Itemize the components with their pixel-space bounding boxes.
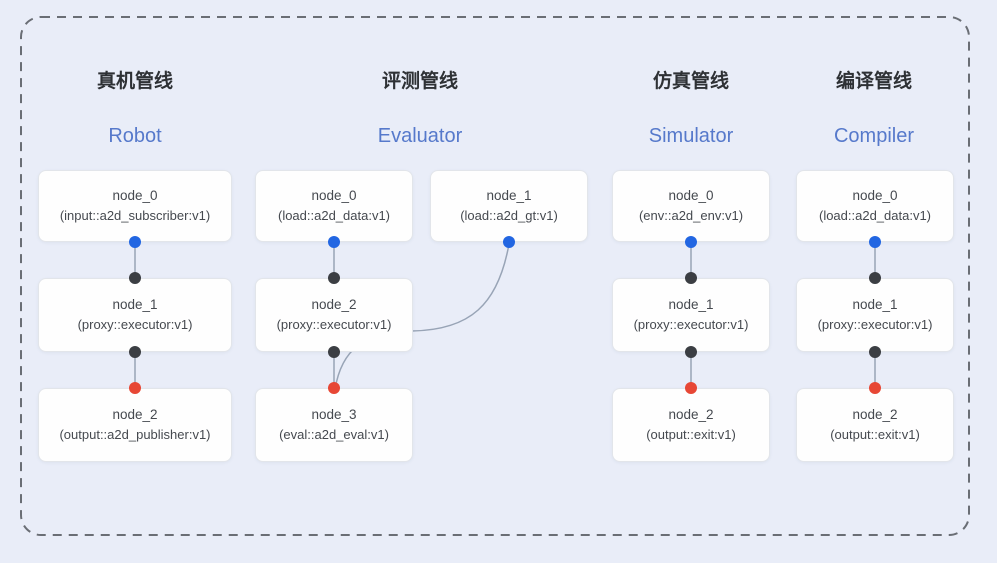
node-subtitle: (load::a2d_gt:v1) [460,208,558,224]
node-title: node_1 [852,297,898,313]
node-title: node_0 [852,188,898,204]
port-dot-red [328,382,340,394]
column-title-en-compiler: Compiler [833,125,915,147]
port-dot-dark [685,272,697,284]
node-evaluator-1: node_1 (load::a2d_gt:v1) [430,170,588,242]
node-title: node_2 [311,297,357,313]
port-dot-blue [869,236,881,248]
port-dot-dark [328,272,340,284]
node-compiler-0: node_0 (load::a2d_data:v1) [796,170,954,242]
node-compiler-1: node_1 (proxy::executor:v1) [796,278,954,352]
node-title: node_0 [112,188,158,204]
column-title-zh-robot: 真机管线 [96,71,174,92]
port-dot-red [685,382,697,394]
node-title: node_1 [486,188,532,204]
node-subtitle: (proxy::executor:v1) [77,317,193,333]
node-subtitle: (env::a2d_env:v1) [638,208,744,224]
node-subtitle: (proxy::executor:v1) [633,317,749,333]
node-robot-1: node_1 (proxy::executor:v1) [38,278,232,352]
port-dot-red [869,382,881,394]
node-title: node_0 [668,188,714,204]
port-dot-blue [503,236,515,248]
port-dot-dark [869,272,881,284]
port-dot-dark [869,346,881,358]
column-title-en-robot: Robot [108,125,162,147]
node-title: node_2 [852,407,898,423]
port-dot-dark [685,346,697,358]
node-title: node_1 [668,297,714,313]
node-subtitle: (proxy::executor:v1) [276,317,392,333]
port-dot-dark [129,346,141,358]
node-subtitle: (output::exit:v1) [646,427,736,443]
node-title: node_1 [112,297,158,313]
column-title-zh-evaluator: 评测管线 [381,71,459,92]
node-subtitle: (load::a2d_data:v1) [277,208,391,224]
node-subtitle: (output::a2d_publisher:v1) [59,427,211,443]
dashed-frame [20,16,970,536]
node-compiler-2: node_2 (output::exit:v1) [796,388,954,462]
port-dot-blue [129,236,141,248]
column-title-zh-simulator: 仿真管线 [652,71,730,92]
column-title-zh-compiler: 编译管线 [835,71,913,92]
node-simulator-0: node_0 (env::a2d_env:v1) [612,170,770,242]
node-evaluator-0: node_0 (load::a2d_data:v1) [255,170,413,242]
port-dot-dark [328,346,340,358]
port-dot-red [129,382,141,394]
column-title-en-evaluator: Evaluator [377,125,463,147]
node-subtitle: (eval::a2d_eval:v1) [279,427,389,443]
node-evaluator-3: node_3 (eval::a2d_eval:v1) [255,388,413,462]
node-evaluator-2: node_2 (proxy::executor:v1) [255,278,413,352]
node-robot-2: node_2 (output::a2d_publisher:v1) [38,388,232,462]
port-dot-blue [685,236,697,248]
node-title: node_2 [668,407,714,423]
node-robot-0: node_0 (input::a2d_subscriber:v1) [38,170,232,242]
node-subtitle: (proxy::executor:v1) [817,317,933,333]
node-subtitle: (input::a2d_subscriber:v1) [59,208,211,224]
node-simulator-1: node_1 (proxy::executor:v1) [612,278,770,352]
node-simulator-2: node_2 (output::exit:v1) [612,388,770,462]
node-title: node_2 [112,407,158,423]
node-title: node_3 [311,407,357,423]
port-dot-dark [129,272,141,284]
port-dot-blue [328,236,340,248]
node-title: node_0 [311,188,357,204]
node-subtitle: (load::a2d_data:v1) [818,208,932,224]
column-title-en-simulator: Simulator [648,125,734,147]
node-subtitle: (output::exit:v1) [830,427,920,443]
